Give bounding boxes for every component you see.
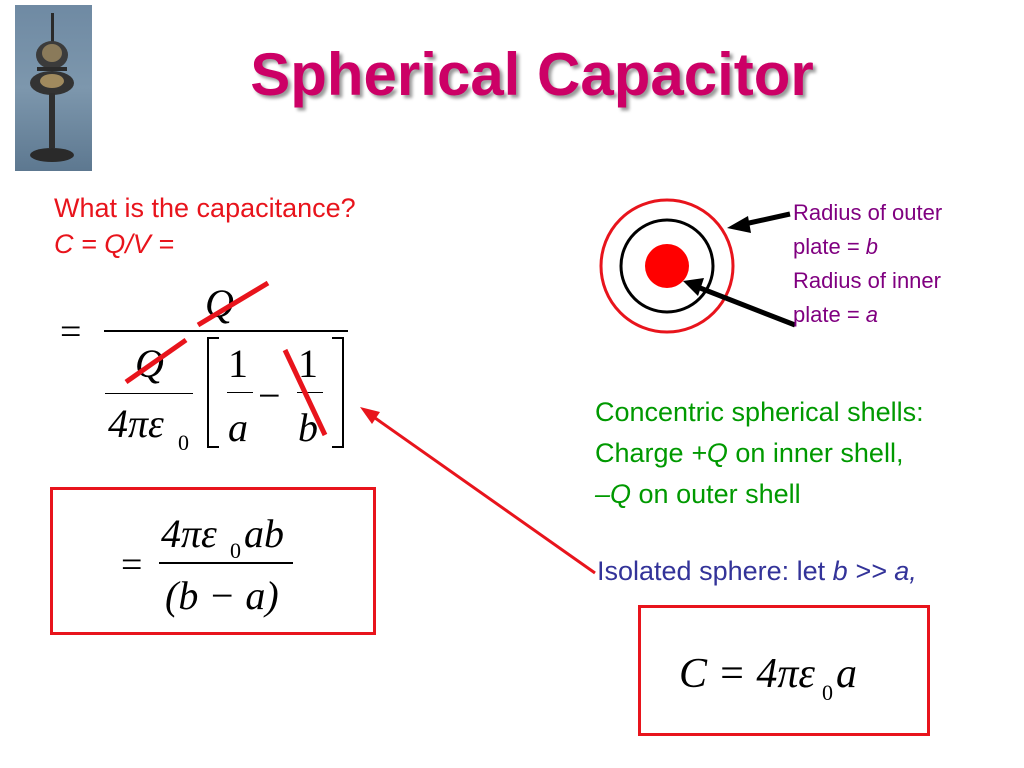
formula1-one-b: 1 — [298, 341, 318, 386]
concentric-line2-post: on inner shell, — [727, 438, 904, 468]
formula1-four-pi-eps: 4πε — [108, 401, 164, 446]
isolated-sphere-text: Isolated sphere: let b >> a, — [597, 556, 917, 587]
concentric-line3-var: –Q — [595, 479, 632, 509]
inner-radius-eq-line: plate = a — [793, 298, 1023, 332]
formula2-sub0: 0 — [230, 538, 241, 563]
concentric-line1: Concentric spherical shells: — [595, 397, 924, 427]
formula1-left-bracket — [207, 337, 219, 448]
inner-sphere — [645, 244, 689, 288]
formula3-eq: = 4πε — [707, 651, 815, 697]
inner-radius-eq: plate = — [793, 302, 866, 327]
formula1-b-bar — [297, 392, 323, 393]
formula1-a: a — [228, 405, 248, 450]
isolated-var: b >> a, — [832, 556, 917, 586]
formula2-den: (b − a) — [165, 573, 279, 618]
formula-expanded: = Q Q 4πε 0 1 a − 1 b — [60, 280, 360, 460]
strike-inner-q — [124, 337, 188, 385]
formula1-main-bar — [104, 330, 348, 332]
isolated-pre: Isolated sphere: let — [597, 556, 833, 586]
formula1-b: b — [298, 405, 318, 450]
formula3-sub0: 0 — [822, 680, 833, 705]
pointer-arrow-line — [367, 411, 596, 575]
outer-radius-var: b — [865, 234, 879, 259]
inner-radius-var: a — [865, 302, 879, 327]
pointer-arrowhead — [360, 407, 380, 424]
inner-shell — [619, 218, 715, 314]
inner-radius-label: Radius of inner — [793, 264, 1023, 298]
inner-radius-prefix: Radius of inner — [793, 268, 941, 293]
question-text: What is the capacitance? C = Q/V = — [54, 190, 356, 262]
outer-shell — [599, 198, 735, 334]
concentric-line2-pre: Charge — [595, 438, 692, 468]
formula1-minus: − — [258, 373, 281, 418]
formula3-c: C — [679, 651, 708, 697]
formula1-sub0: 0 — [178, 430, 189, 455]
formula3-tail: a — [836, 651, 857, 697]
isolated-formula-box: C = 4πε 0 a — [638, 605, 930, 736]
outer-radius-eq: plate = — [793, 234, 866, 259]
concentric-line3-post: on outer shell — [631, 479, 801, 509]
inner-radius-arrowhead — [683, 278, 704, 296]
formula2-bar — [159, 562, 293, 564]
formula1-one-a: 1 — [228, 341, 248, 386]
concentric-line3: –Q on outer shell — [595, 474, 924, 515]
formula1-right-bracket — [332, 337, 344, 448]
inner-radius-arrow-line — [694, 283, 796, 328]
concentric-text: Concentric spherical shells: Charge +Q o… — [595, 392, 924, 515]
question-line2: C = Q/V = — [54, 229, 175, 259]
formula1-inner-bar — [105, 393, 193, 394]
strike-b — [282, 348, 328, 437]
radius-label: Radius of outer plate = b Radius of inne… — [793, 196, 1023, 332]
formula1-equals: = — [60, 311, 82, 353]
result-formula-box: = 4πε 0 ab (b − a) — [50, 487, 376, 635]
outer-radius-eq-line: plate = b — [793, 230, 1023, 264]
slide-title: Spherical Capacitor — [250, 41, 814, 108]
formula1-a-bar — [227, 392, 253, 393]
formula2-num-tail: ab — [244, 511, 284, 556]
formula2-equals: = — [121, 544, 143, 586]
outer-radius-prefix: Radius of outer — [793, 200, 943, 225]
outer-radius-arrowhead — [727, 216, 751, 233]
question-line1: What is the capacitance? — [54, 193, 356, 223]
concentric-line2-var: +Q — [691, 438, 728, 468]
outer-radius-label: Radius of outer — [793, 196, 1023, 230]
capacitor-photo — [15, 5, 92, 171]
strike-top-q — [196, 280, 270, 328]
formula2-num: 4πε — [161, 511, 217, 556]
concentric-line2: Charge +Q on inner shell, — [595, 433, 924, 474]
